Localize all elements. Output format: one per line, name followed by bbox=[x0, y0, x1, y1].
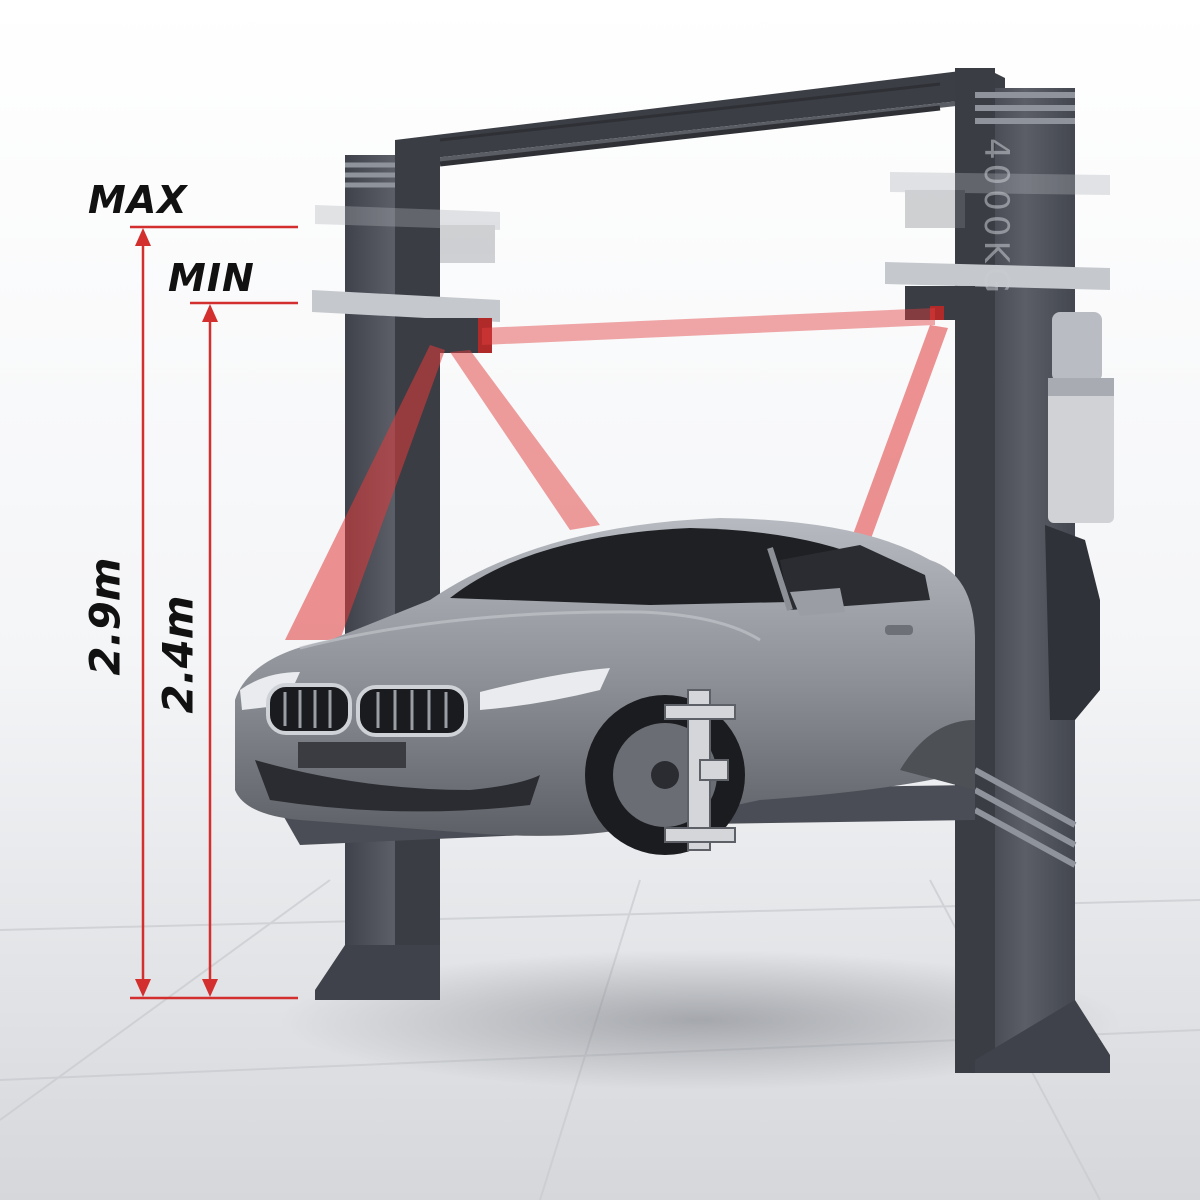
max-height-label: 2.9m bbox=[80, 557, 130, 676]
camera-beam-max bbox=[315, 172, 1110, 263]
wheel-clamp-target bbox=[664, 689, 736, 851]
pump-motor bbox=[1048, 312, 1114, 523]
car-shadow bbox=[280, 950, 1120, 1090]
kidney-grille bbox=[266, 683, 468, 737]
height-guides bbox=[130, 225, 298, 1000]
min-label: MIN bbox=[168, 256, 255, 300]
car bbox=[235, 518, 975, 855]
right-pillar bbox=[955, 68, 1110, 1073]
pillar-capacity-text: 4000KG bbox=[976, 138, 1016, 298]
camera-beam-min bbox=[312, 262, 1110, 353]
top-crossbar bbox=[395, 68, 1010, 167]
max-label: MAX bbox=[88, 178, 188, 222]
min-height-label: 2.4m bbox=[153, 595, 203, 714]
